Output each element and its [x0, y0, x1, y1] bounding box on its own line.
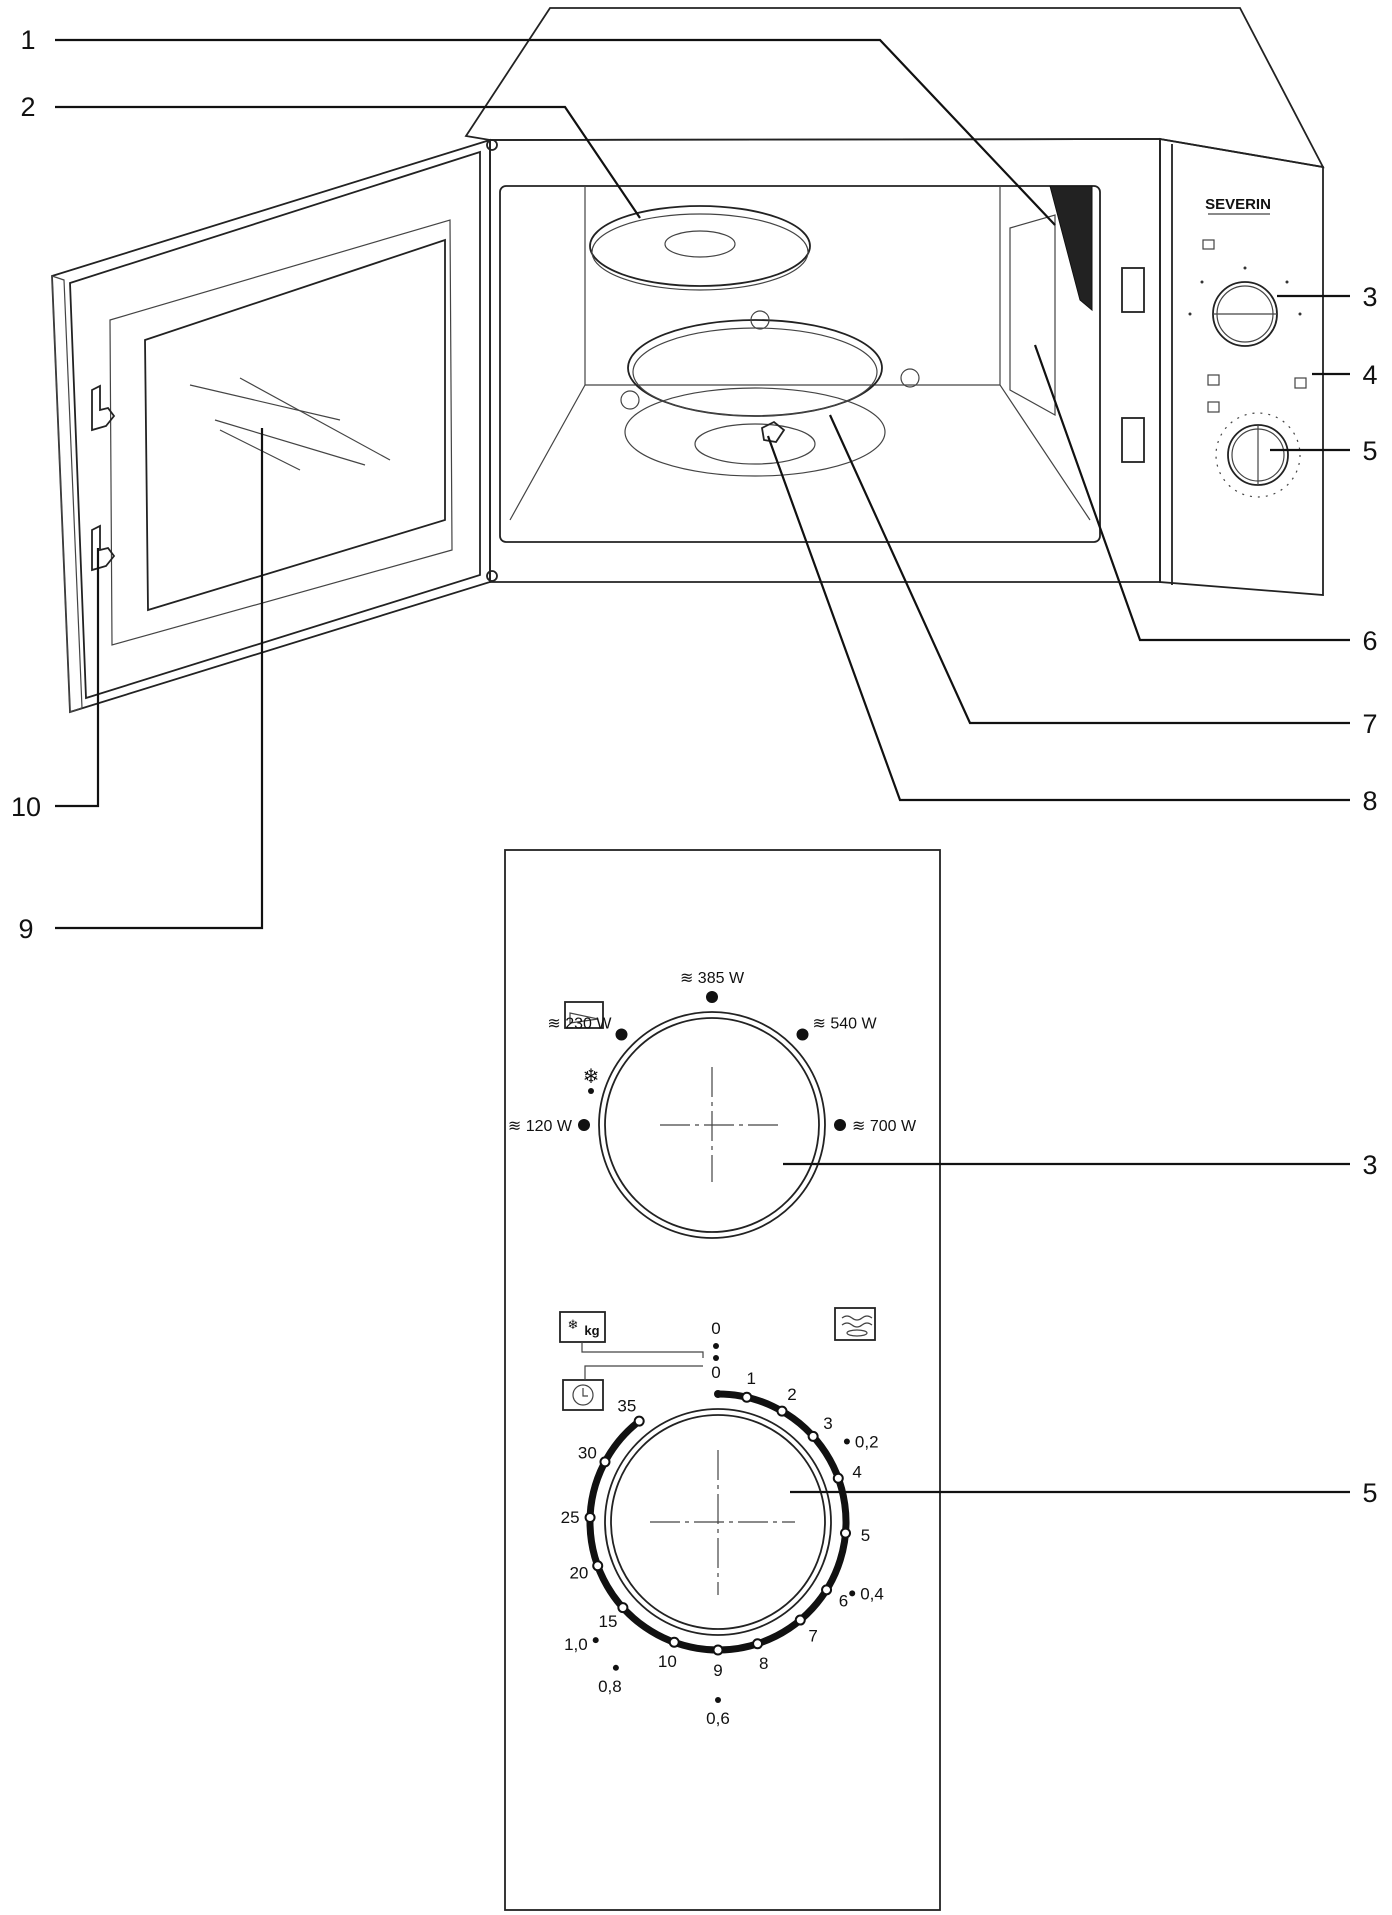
grill-icon [834, 1307, 876, 1341]
timer-label-2: 2 [787, 1385, 796, 1404]
power-dial: ❄ ≋ 120 W ≋ 230 W ≋ 385 W ≋ 540 W ≋ 700 W [508, 970, 1350, 1239]
door [51, 138, 498, 714]
weight-label-0: 0,2 [855, 1432, 879, 1451]
timer-dot-1 [741, 1391, 753, 1403]
callout-4: 4 [1362, 360, 1377, 390]
callout-numbers: 1 2 3 4 5 6 7 8 9 10 [11, 25, 1378, 944]
callout-leaders [55, 38, 1350, 930]
timer-dot-6 [821, 1584, 833, 1596]
timer-dial: ❄ kg 0 0 [559, 1307, 1350, 1728]
callout-8: 8 [1362, 786, 1377, 816]
timer-zero-dot [714, 1390, 722, 1398]
callout-3-detail: 3 [1362, 1150, 1377, 1180]
timer-dot-10 [668, 1636, 680, 1648]
timer-label-9: 9 [713, 1661, 722, 1680]
timer-label-35: 35 [617, 1396, 636, 1415]
control-panel-small: SEVERIN [1188, 196, 1307, 498]
defrost-kg-icon: ❄ kg [559, 1311, 606, 1343]
callout-9: 9 [18, 914, 33, 944]
power-dot-2 [706, 991, 718, 1003]
power-label-1: ≋ 230 W [547, 1015, 612, 1032]
weight-label-2: 0,6 [706, 1709, 730, 1728]
callout-5-detail: 5 [1362, 1478, 1377, 1508]
power-label-4: ≋ 700 W [852, 1118, 917, 1135]
timer-dot-25 [584, 1512, 596, 1524]
weight-dot-2 [715, 1697, 721, 1703]
callout-2: 2 [20, 92, 35, 122]
timer-zero-label: 0 [711, 1363, 720, 1382]
weight-dot-4 [592, 1637, 599, 1644]
timer-dot-15 [617, 1602, 629, 1614]
defrost-kg-label: kg [584, 1323, 599, 1338]
callout-10: 10 [11, 792, 41, 822]
timer-label-6: 6 [839, 1591, 848, 1610]
timer-dot-4 [832, 1472, 844, 1484]
timer-label-4: 4 [852, 1462, 861, 1481]
defrost-zero-label: 0 [711, 1319, 720, 1338]
brand-logo: SEVERIN [1205, 196, 1271, 213]
weight-dot-0 [843, 1438, 850, 1445]
power-label-0: ≋ 120 W [508, 1118, 573, 1135]
timer-dot-30 [599, 1456, 611, 1468]
timer-dot-8 [752, 1638, 764, 1650]
timer-label-7: 7 [808, 1626, 817, 1645]
timer-dot-3 [807, 1430, 819, 1442]
power-label-3: ≋ 540 W [813, 1015, 878, 1032]
timer-label-15: 15 [599, 1612, 618, 1631]
power-dot-1 [615, 1028, 628, 1041]
control-panel-detail: ❄ ≋ 120 W ≋ 230 W ≋ 385 W ≋ 540 W ≋ 700 W ❄ … [504, 849, 1378, 1911]
timer-label-3: 3 [823, 1414, 832, 1433]
weight-label-3: 0,8 [598, 1677, 622, 1696]
vent-grille [1049, 185, 1093, 312]
power-label-2: ≋ 385 W [680, 970, 745, 987]
timer-dot-20 [592, 1560, 604, 1572]
timer-label-10: 10 [658, 1652, 677, 1671]
weight-dot-3 [612, 1664, 619, 1671]
callout-7: 7 [1362, 709, 1377, 739]
timer-dot-7 [794, 1614, 806, 1626]
timer-label-8: 8 [759, 1654, 768, 1673]
defrost-icon: ❄ [583, 1066, 600, 1088]
microwave-illustration: SEVERIN [51, 7, 1350, 930]
callout-5: 5 [1362, 436, 1377, 466]
timer-dot-5 [840, 1527, 852, 1539]
callout-1: 1 [20, 25, 35, 55]
timer-dot-9 [712, 1644, 724, 1656]
weight-dot-1 [849, 1590, 856, 1597]
timer-label-25: 25 [561, 1508, 580, 1527]
callout-6: 6 [1362, 626, 1377, 656]
timer-label-20: 20 [569, 1564, 588, 1583]
timer-label-30: 30 [578, 1444, 597, 1463]
microwave-mode-icon [564, 1001, 604, 1029]
defrost-kg-snow: ❄ [568, 1317, 579, 1332]
callout-3: 3 [1362, 282, 1377, 312]
power-dot-4 [834, 1119, 846, 1131]
weight-label-4: 1,0 [564, 1635, 588, 1654]
power-dot-0 [578, 1119, 590, 1131]
timer-dot-2 [776, 1405, 788, 1417]
weight-label-1: 0,4 [860, 1584, 884, 1603]
timer-dot-35 [633, 1415, 645, 1427]
timer-label-1: 1 [747, 1369, 756, 1388]
clock-icon [562, 1379, 604, 1411]
timer-label-5: 5 [861, 1526, 870, 1545]
power-dot-3 [796, 1028, 809, 1041]
